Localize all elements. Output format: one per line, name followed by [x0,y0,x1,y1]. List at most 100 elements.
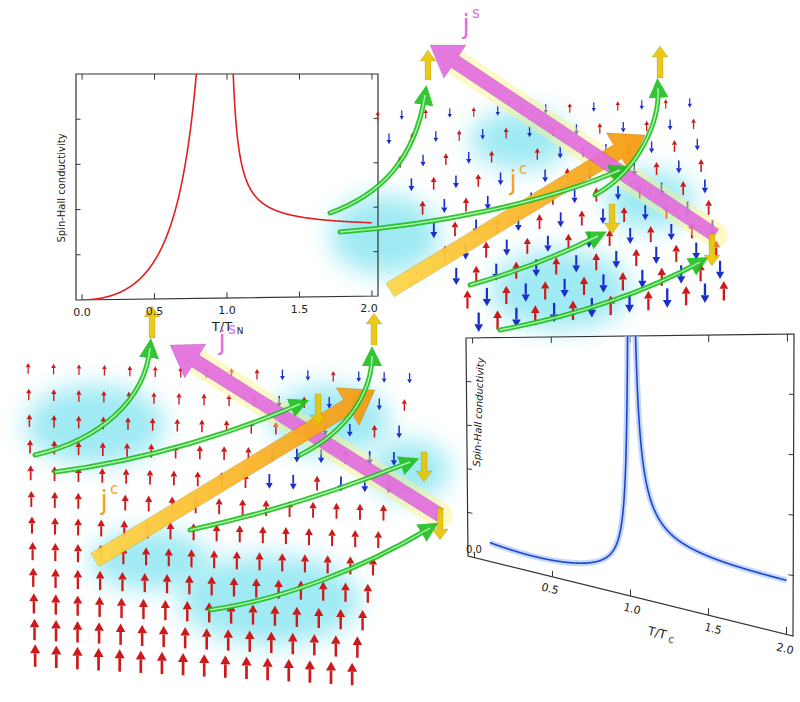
spin-arrow [526,244,528,254]
tick-label: 0.0 [73,306,91,317]
tick-label: 0.5 [540,582,560,597]
spin-arrow [635,256,637,266]
spin-arrow [453,183,459,188]
spin-polarization-arrow [416,452,432,482]
axis-tick [472,338,473,343]
spin-arrow [221,446,227,452]
spin-arrow [327,563,329,574]
spin-arrow [77,551,79,562]
spin-arrow [485,248,487,258]
current-superscript: c [519,162,527,177]
spin-arrow [280,376,285,380]
spin-arrow [641,270,643,281]
spin-arrow [433,223,435,232]
spin-arrow [145,554,147,565]
spin-arrow [322,589,324,601]
spin-arrow [51,594,60,602]
spin-arrow [201,425,203,433]
spin-arrow [207,576,216,584]
spin-arrow [402,399,407,404]
spin-arrow [680,181,686,187]
spin-polarization-arrow [310,394,326,426]
spin-arrow [51,543,59,550]
spin-arrow [580,277,588,284]
plot-frame [76,74,378,300]
spin-arrow [674,145,675,152]
spin-arrow [185,575,194,583]
axis-title: Spin-Hall conductivity [57,133,67,242]
electron-trajectory [35,348,150,455]
spin-arrow [281,560,283,571]
electron-trajectory [340,170,620,232]
spin-arrow [127,422,129,430]
spin-arrow [288,633,298,642]
spin-arrow [284,659,294,668]
spin-arrow [430,232,437,238]
spin-arrow [76,390,81,395]
conductivity-curve [82,29,372,300]
spin-arrow [326,661,336,670]
trajectory-highlight [330,95,425,213]
charge-current-arrow [91,388,375,567]
spin-arrow [602,209,604,218]
spin-arrow [575,255,577,265]
spin-arrow [623,213,625,222]
spin-arrow [173,476,175,485]
spin-arrow [29,542,37,549]
spin-arrow [117,598,126,606]
spin-arrow [201,394,206,399]
spin-arrow [482,129,483,135]
spin-arrow [358,372,359,378]
spin-polarization-arrow [420,50,436,80]
spin-arrow [372,565,374,576]
spin-arrow [161,661,164,674]
spin-arrow [140,573,149,581]
spin-arrow [623,122,624,128]
spin-arrow [29,593,38,601]
spin-arrow [98,605,100,617]
spin-arrow [51,389,56,394]
spin-arrow [104,369,105,375]
plot-frame [76,29,378,300]
spin-arrow [716,272,724,279]
spin-arrow [241,657,251,666]
spin-arrow [290,484,297,490]
current-superscript: c [110,482,118,497]
spin-arrow [644,205,646,214]
spin-arrow [262,500,269,506]
spin-arrow [452,221,459,227]
spin-arrow [475,219,477,228]
spin-arrow [396,433,402,438]
spin-arrow [123,469,130,475]
spin-arrow [455,175,457,183]
spin-arrow [29,568,38,576]
spin-arrow [457,130,462,134]
spin-arrow [245,479,247,488]
spin-arrow [305,528,313,535]
spin-arrow [547,236,549,246]
spin-arrow [30,619,40,628]
spin-arrow [615,194,621,200]
spin-arrow [76,630,79,643]
axis-tick [789,514,794,516]
trajectory-highlight [500,262,700,330]
axis-title: Spin-Hall conductivity [472,357,486,466]
spin-arrow [176,393,181,398]
spin-arrow [78,369,79,375]
spin-arrow [578,211,585,217]
spin-arrow [705,200,712,206]
spin-arrow [522,294,530,301]
spin-arrow [77,525,79,535]
spin-arrow [180,371,181,377]
current-symbol: j [100,487,107,513]
spin-arrow [383,511,385,521]
spin-arrow [274,579,283,587]
axis-tick [466,381,471,382]
spin-arrow [347,663,357,672]
spin-arrow [77,499,79,509]
electron-trajectory [300,356,372,455]
spin-arrow [216,498,223,504]
spin-arrow [76,416,82,421]
electron-trajectory [500,262,700,330]
